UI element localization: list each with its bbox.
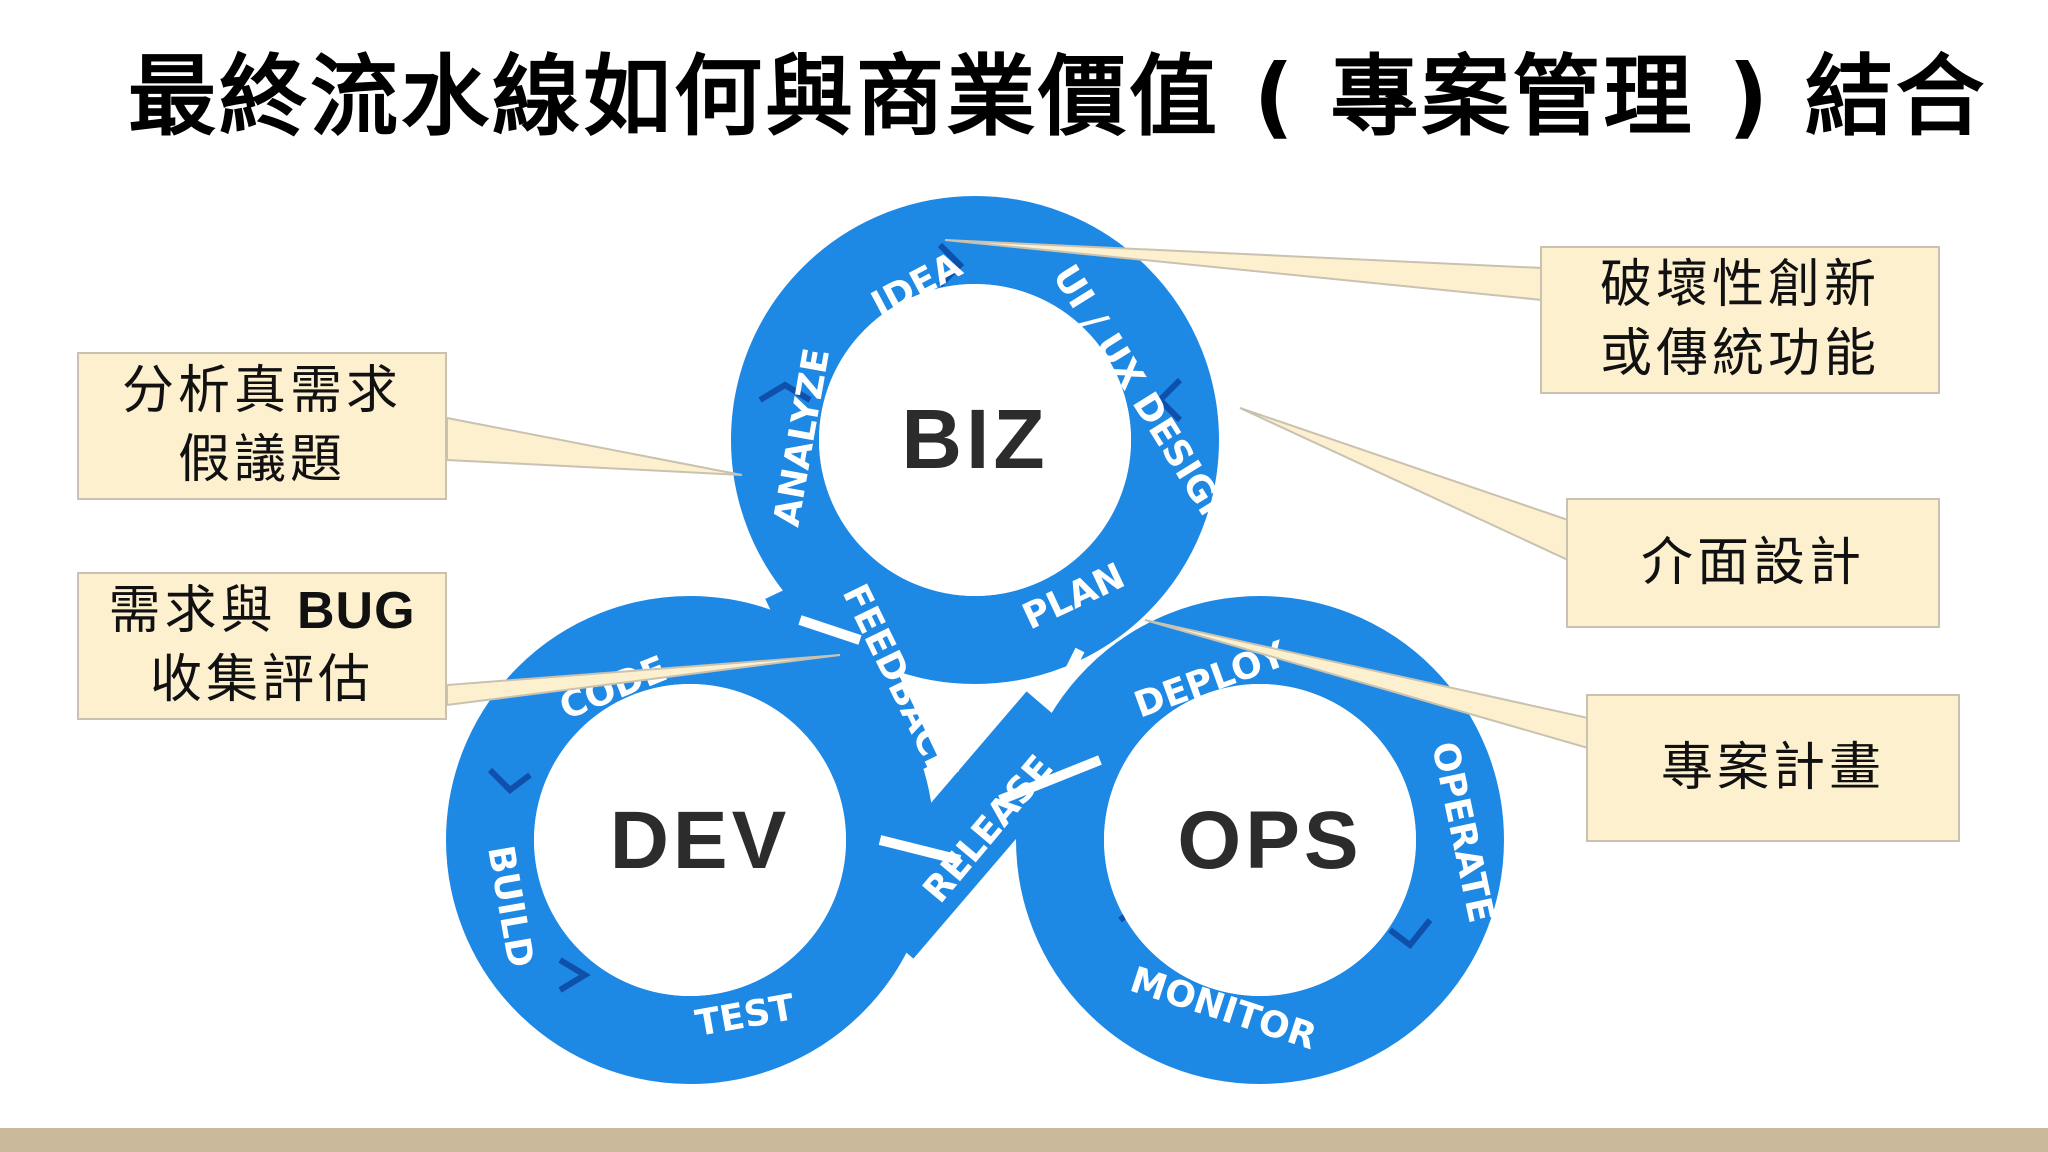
band-chevrons bbox=[487, 242, 1433, 993]
loop-bands bbox=[446, 196, 1504, 1084]
ops-label: OPS bbox=[1177, 795, 1362, 886]
note-plan: 專案計畫 bbox=[1586, 694, 1960, 842]
note-analysis-line1: 分析真需求 bbox=[121, 361, 402, 422]
feedback-band bbox=[765, 561, 940, 799]
biz-ring bbox=[731, 196, 1219, 684]
note-analysis: 分析真需求 假議題 bbox=[77, 352, 447, 500]
ops-ring bbox=[1016, 596, 1504, 1084]
pointer-feedback bbox=[446, 654, 841, 707]
note-feedback-line1: 需求與 BUG bbox=[108, 577, 415, 646]
band-gaps bbox=[798, 615, 1102, 865]
pointer-ui bbox=[1239, 407, 1569, 562]
note-plan-text: 專案計畫 bbox=[1660, 737, 1885, 798]
note-innovation-line2: 或傳統功能 bbox=[1599, 324, 1880, 384]
note-feedback-line2: 收集評估 bbox=[149, 650, 374, 710]
inner-discs bbox=[534, 284, 1416, 996]
release-band bbox=[846, 691, 1094, 959]
note-ui-text: 介面設計 bbox=[1640, 532, 1865, 593]
footer-bar bbox=[0, 1128, 2048, 1152]
biz-label: BIZ bbox=[901, 392, 1048, 486]
note-innovation-line1: 破壞性創新 bbox=[1599, 255, 1880, 316]
pointer-analysis bbox=[446, 416, 743, 476]
dev-label: DEV bbox=[610, 795, 791, 886]
note-innovation: 破壞性創新 或傳統功能 bbox=[1540, 246, 1940, 394]
note-feedback-prefix: 需求與 bbox=[108, 581, 277, 642]
note-feedback: 需求與 BUG 收集評估 bbox=[77, 572, 447, 720]
note-feedback-bug: BUG bbox=[296, 582, 416, 641]
note-ui: 介面設計 bbox=[1566, 498, 1940, 628]
callout-pointers bbox=[446, 239, 1589, 750]
page-title: 最終流水線如何與商業價值 ( 專案管理 ) 結合 bbox=[128, 45, 1987, 148]
note-analysis-line2: 假議題 bbox=[177, 430, 346, 490]
